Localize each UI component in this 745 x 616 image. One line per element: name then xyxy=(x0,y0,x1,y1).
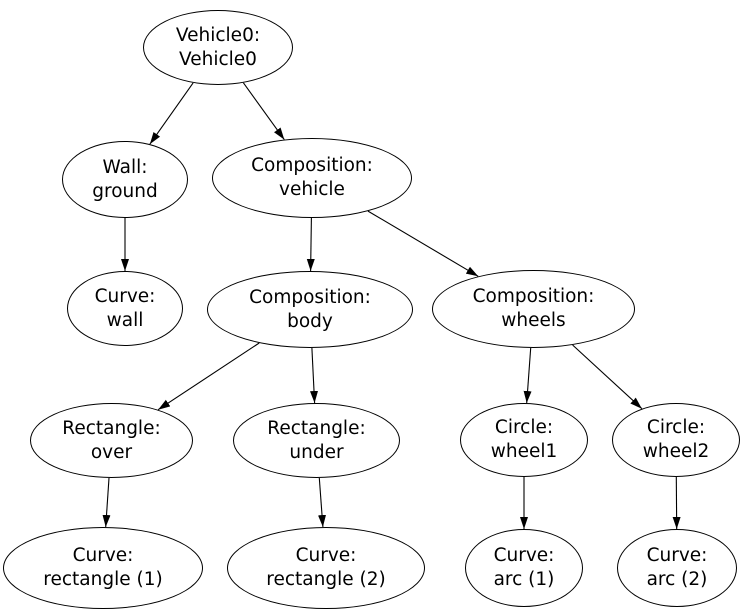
node-name-text: Vehicle0 xyxy=(179,48,257,70)
node-name-text: body xyxy=(287,310,333,332)
node-composition-vehicle: Composition: vehicle xyxy=(212,138,412,218)
node-name-text: rectangle (1) xyxy=(43,569,163,590)
node-label: Curve: arc (2) xyxy=(647,544,708,592)
node-label: Composition: vehicle xyxy=(251,154,373,202)
node-type-text: Curve: xyxy=(295,545,357,566)
edge-composition_body-to-rectangle_under xyxy=(310,347,319,404)
node-composition-body: Composition: body xyxy=(207,271,413,348)
node-rectangle-under: Rectangle: under xyxy=(233,403,400,478)
node-type-text: Circle: xyxy=(494,417,554,438)
node-label: Wall: ground xyxy=(92,156,157,204)
edge-composition_vehicle-to-composition_wheels xyxy=(367,210,479,277)
node-name-text: arc (2) xyxy=(646,569,708,590)
node-label: Curve: arc (1) xyxy=(494,544,555,592)
edge-rectangle_over-to-curve_rectangle_1 xyxy=(102,477,111,528)
node-type-text: Curve: xyxy=(72,545,134,566)
node-label: Circle: wheel2 xyxy=(643,416,710,464)
node-type-text: Curve: xyxy=(94,285,156,307)
edge-composition_vehicle-to-composition_body xyxy=(306,217,315,272)
node-label: Circle: wheel1 xyxy=(491,416,558,464)
node-label: Curve: rectangle (1) xyxy=(43,544,162,592)
node-name-text: wall xyxy=(106,309,144,331)
node-name-text: vehicle xyxy=(279,179,345,200)
node-label: Curve: wall xyxy=(95,285,156,333)
node-curve-rectangle-1: Curve: rectangle (1) xyxy=(3,527,203,609)
node-name-text: ground xyxy=(92,180,158,202)
node-type-text: Composition: xyxy=(472,286,595,307)
node-name-text: over xyxy=(90,441,133,463)
node-composition-wheels: Composition: wheels xyxy=(432,270,635,348)
node-name-text: wheels xyxy=(501,310,566,331)
node-type-text: Wall: xyxy=(102,156,148,178)
edge-composition_wheels-to-circle_wheel1 xyxy=(523,347,532,404)
node-curve-arc-1: Curve: arc (1) xyxy=(465,529,583,607)
node-name-text: wheel2 xyxy=(642,441,710,462)
node-curve-arc-2: Curve: arc (2) xyxy=(617,529,737,607)
node-label: Vehicle0: Vehicle0 xyxy=(176,24,260,72)
node-label: Composition: wheels xyxy=(473,285,595,333)
node-type-text: Curve: xyxy=(646,545,708,566)
node-name-text: under xyxy=(289,441,344,463)
node-name-text: wheel1 xyxy=(490,441,558,462)
node-circle-wheel1: Circle: wheel1 xyxy=(460,403,588,477)
node-label: Rectangle: over xyxy=(62,417,160,465)
node-label: Composition: body xyxy=(249,286,371,334)
node-type-text: Composition: xyxy=(251,155,373,176)
node-type-text: Rectangle: xyxy=(267,417,366,439)
edge-rectangle_under-to-curve_rectangle_2 xyxy=(318,477,327,528)
node-type-text: Curve: xyxy=(493,545,555,566)
node-vehicle0: Vehicle0: Vehicle0 xyxy=(143,10,293,85)
edge-vehicle0-to-composition_vehicle xyxy=(242,82,285,140)
node-type-text: Vehicle0: xyxy=(175,24,261,46)
node-label: Curve: rectangle (2) xyxy=(266,544,385,592)
edge-composition_wheels-to-circle_wheel2 xyxy=(572,344,643,410)
node-type-text: Composition: xyxy=(249,286,371,308)
node-name-text: rectangle (2) xyxy=(266,569,386,590)
node-name-text: arc (1) xyxy=(493,569,555,590)
node-circle-wheel2: Circle: wheel2 xyxy=(612,403,740,477)
edge-vehicle0-to-wall_ground xyxy=(149,82,194,145)
node-label: Rectangle: under xyxy=(267,417,365,465)
node-rectangle-over: Rectangle: over xyxy=(30,403,193,478)
node-type-text: Rectangle: xyxy=(62,417,161,439)
edge-composition_body-to-rectangle_over xyxy=(157,342,260,411)
node-curve-wall: Curve: wall xyxy=(67,271,183,346)
node-type-text: Circle: xyxy=(646,417,706,438)
node-curve-rectangle-2: Curve: rectangle (2) xyxy=(227,527,425,609)
node-wall-ground: Wall: ground xyxy=(62,141,188,218)
